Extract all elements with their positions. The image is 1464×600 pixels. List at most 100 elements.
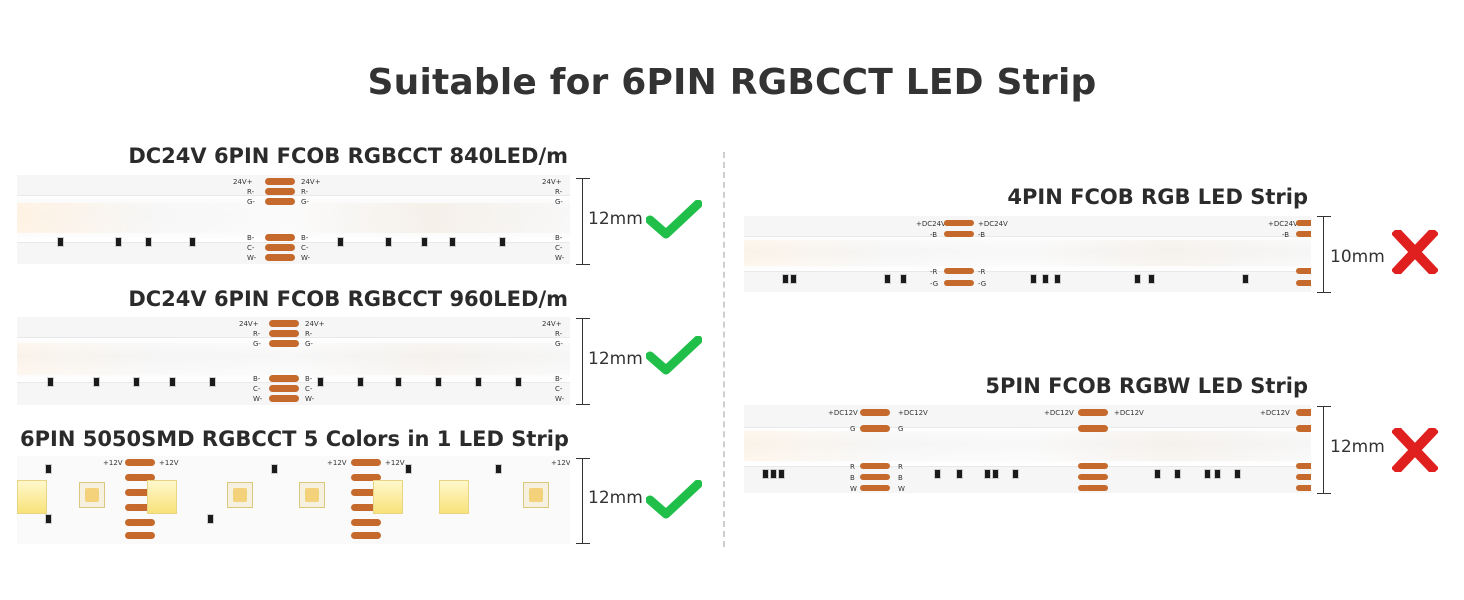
resistor <box>475 377 482 387</box>
strip-width: 12mm <box>588 488 643 508</box>
solder-pad <box>269 385 299 392</box>
pad-label: W- <box>301 254 311 262</box>
pad-label: -G <box>930 280 939 288</box>
solder-pad <box>125 532 155 539</box>
solder-pad <box>1296 485 1311 491</box>
pad-label: R- <box>301 188 309 196</box>
resistor <box>762 469 769 479</box>
resistor <box>1242 274 1249 284</box>
pad-label: W <box>850 485 857 493</box>
solder-pad <box>860 474 890 480</box>
resistor <box>992 469 999 479</box>
resistor <box>421 237 428 247</box>
resistor <box>145 237 152 247</box>
pad-label: G- <box>253 340 261 348</box>
led-chip <box>79 482 105 508</box>
pad-label: W <box>898 485 905 493</box>
center-divider <box>723 152 725 547</box>
solder-pad <box>269 375 299 382</box>
pad-label: +12V <box>385 459 405 467</box>
strip-image-5pin-rgbw: +DC12V +DC12V G G R B W R B W +DC12V +DC… <box>744 405 1311 493</box>
resistor <box>1204 469 1211 479</box>
pad-label: C- <box>555 385 563 393</box>
pad-label: C- <box>253 385 261 393</box>
solder-pad <box>860 409 890 416</box>
solder-pad <box>1296 280 1311 286</box>
pad-label: +DC12V <box>828 409 858 417</box>
strip-image-960led: 24V+ R- G- 24V+ R- G- B- C- W- B- C- W- … <box>17 317 570 405</box>
solder-pad <box>125 459 155 466</box>
solder-pad <box>265 188 295 195</box>
pad-label: B- <box>247 234 255 242</box>
resistor <box>45 464 52 474</box>
solder-pad <box>1296 425 1311 432</box>
pad-label: -R <box>978 268 986 276</box>
strip-width: 12mm <box>588 209 643 229</box>
resistor <box>515 377 522 387</box>
led-chip <box>227 482 253 508</box>
pad-label: C- <box>301 244 309 252</box>
resistor <box>405 464 412 474</box>
resistor <box>1042 274 1049 284</box>
pad-label: B- <box>305 375 313 383</box>
solder-pad <box>1296 463 1311 469</box>
pad-label: 24V+ <box>301 178 321 186</box>
resistor <box>1030 274 1037 284</box>
pad-label: -B <box>930 231 938 239</box>
resistor <box>435 377 442 387</box>
pad-label: +DC12V <box>1114 409 1144 417</box>
pad-label: W- <box>555 395 565 403</box>
solder-pad <box>125 489 155 496</box>
pad-label: C- <box>305 385 313 393</box>
solder-pad <box>269 340 299 347</box>
pad-label: -B <box>978 231 986 239</box>
resistor <box>449 237 456 247</box>
cross-icon <box>1392 428 1438 472</box>
page-title: Suitable for 6PIN RGBCCT LED Strip <box>367 62 1097 103</box>
resistor <box>1054 274 1061 284</box>
solder-pad <box>860 425 890 432</box>
pad-label: -G <box>978 280 987 288</box>
resistor <box>1174 469 1181 479</box>
resistor <box>495 464 502 474</box>
solder-pad <box>860 485 890 491</box>
resistor <box>1012 469 1019 479</box>
solder-pad <box>351 489 381 496</box>
pad-label: R- <box>555 330 563 338</box>
resistor <box>790 274 797 284</box>
width-bracket <box>576 458 590 544</box>
resistor <box>499 237 506 247</box>
strip-image-5050smd: +12V +12V +12V +12V +12V <box>17 456 570 544</box>
strip-width: 12mm <box>1330 437 1385 457</box>
solder-pad <box>351 459 381 466</box>
pad-label: B- <box>555 234 563 242</box>
resistor <box>93 377 100 387</box>
resistor <box>57 237 64 247</box>
solder-pad <box>265 178 295 185</box>
width-bracket <box>1317 216 1331 293</box>
solder-pad <box>125 519 155 526</box>
strip-image-4pin-rgb: +DC24V -B +DC24V -B -R -G -R -G +DC24V -… <box>744 216 1311 292</box>
pad-label: R <box>898 463 903 471</box>
pad-label: 24V+ <box>305 320 325 328</box>
pad-label: 24V+ <box>542 178 562 186</box>
solder-pad <box>269 395 299 402</box>
pad-label: +DC24V <box>1268 220 1298 228</box>
solder-pad <box>860 463 890 469</box>
led-chip <box>373 480 403 514</box>
solder-pad <box>1078 485 1108 491</box>
strip-label-5050smd: 6PIN 5050SMD RGBCCT 5 Colors in 1 LED St… <box>20 427 569 451</box>
solder-pad <box>265 198 295 205</box>
check-icon <box>646 200 702 239</box>
led-chip <box>147 480 177 514</box>
width-bracket <box>1317 406 1331 494</box>
pad-label: +DC12V <box>1260 409 1290 417</box>
strip-width: 10mm <box>1330 247 1385 267</box>
solder-pad <box>351 474 381 481</box>
strip-width: 12mm <box>588 349 643 369</box>
pad-label: R- <box>247 188 255 196</box>
pad-label: G <box>898 425 904 433</box>
strip-image-840led: 24V+ R- G- 24V+ R- G- B- C- W- B- C- W- … <box>17 175 570 264</box>
pad-label: +12V <box>551 459 570 467</box>
pad-label: 24V+ <box>233 178 253 186</box>
